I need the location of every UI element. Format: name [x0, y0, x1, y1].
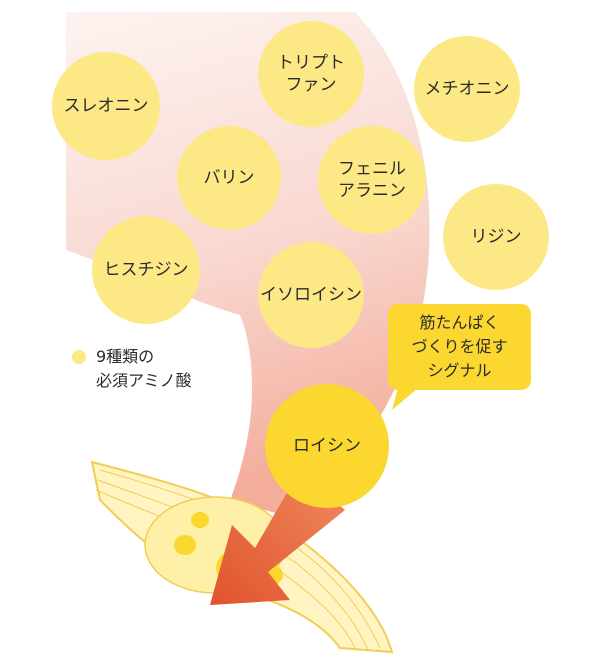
- signal-callout: 筋たんぱく づくりを促す シグナル: [388, 304, 531, 390]
- amino-acid-threonine: スレオニン: [52, 52, 160, 160]
- amino-acid-histidine: ヒスチジン: [92, 216, 200, 324]
- amino-acid-isoleucine: イソロイシン: [258, 242, 364, 348]
- callout-pointer: [392, 388, 418, 410]
- amino-acid-valine: バリン: [177, 126, 281, 230]
- amino-acid-phenylalanine: フェニル アラニン: [318, 126, 426, 234]
- amino-acid-leucine: ロイシン: [265, 384, 389, 508]
- amino-acid-methionine: メチオニン: [414, 36, 520, 142]
- amino-acid-lysine: リジン: [443, 184, 549, 290]
- legend-label: 9種類の 必須アミノ酸: [96, 347, 192, 390]
- amino-acid-tryptophan: トリプト ファン: [258, 21, 364, 127]
- legend-dot: [72, 350, 86, 364]
